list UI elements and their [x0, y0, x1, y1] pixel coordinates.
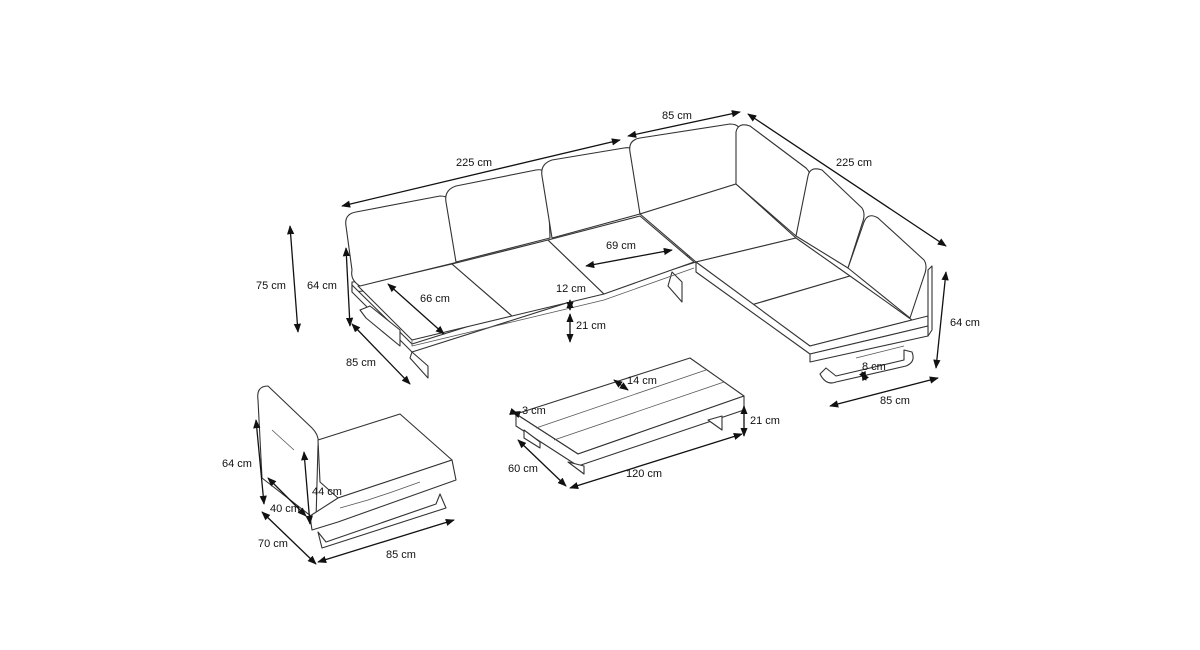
label-total-height: 75 cm [256, 280, 286, 292]
label-table-plank: 14 cm [627, 375, 657, 387]
dimension-labels: 225 cm 85 cm 225 cm 75 cm 64 cm 66 cm 69… [222, 110, 980, 561]
label-chair-height: 64 cm [222, 458, 252, 470]
label-chair-depth: 70 cm [258, 538, 288, 550]
label-seat-height: 21 cm [576, 320, 606, 332]
label-table-height: 21 cm [750, 415, 780, 427]
label-back-height-left: 64 cm [307, 280, 337, 292]
label-chair-arm: 40 cm [270, 503, 300, 515]
lounge-chair [257, 385, 457, 549]
label-sofa-right-length: 225 cm [836, 157, 872, 169]
label-table-gap: 3 cm [522, 405, 546, 417]
label-seat-depth: 66 cm [420, 293, 450, 305]
label-cushion-thickness: 12 cm [556, 283, 586, 295]
label-module-width: 69 cm [606, 240, 636, 252]
label-sofa-left-length: 225 cm [456, 157, 492, 169]
dimension-lines [253, 110, 949, 565]
label-table-length: 120 cm [626, 468, 662, 480]
label-table-width: 60 cm [508, 463, 538, 475]
label-chair-width: 85 cm [386, 549, 416, 561]
label-corner-width: 85 cm [662, 110, 692, 122]
label-chair-back: 44 cm [312, 486, 342, 498]
label-back-height-right: 64 cm [950, 317, 980, 329]
label-depth-left: 85 cm [346, 357, 376, 369]
label-leg-offset: 8 cm [862, 361, 886, 373]
label-depth-right: 85 cm [880, 395, 910, 407]
